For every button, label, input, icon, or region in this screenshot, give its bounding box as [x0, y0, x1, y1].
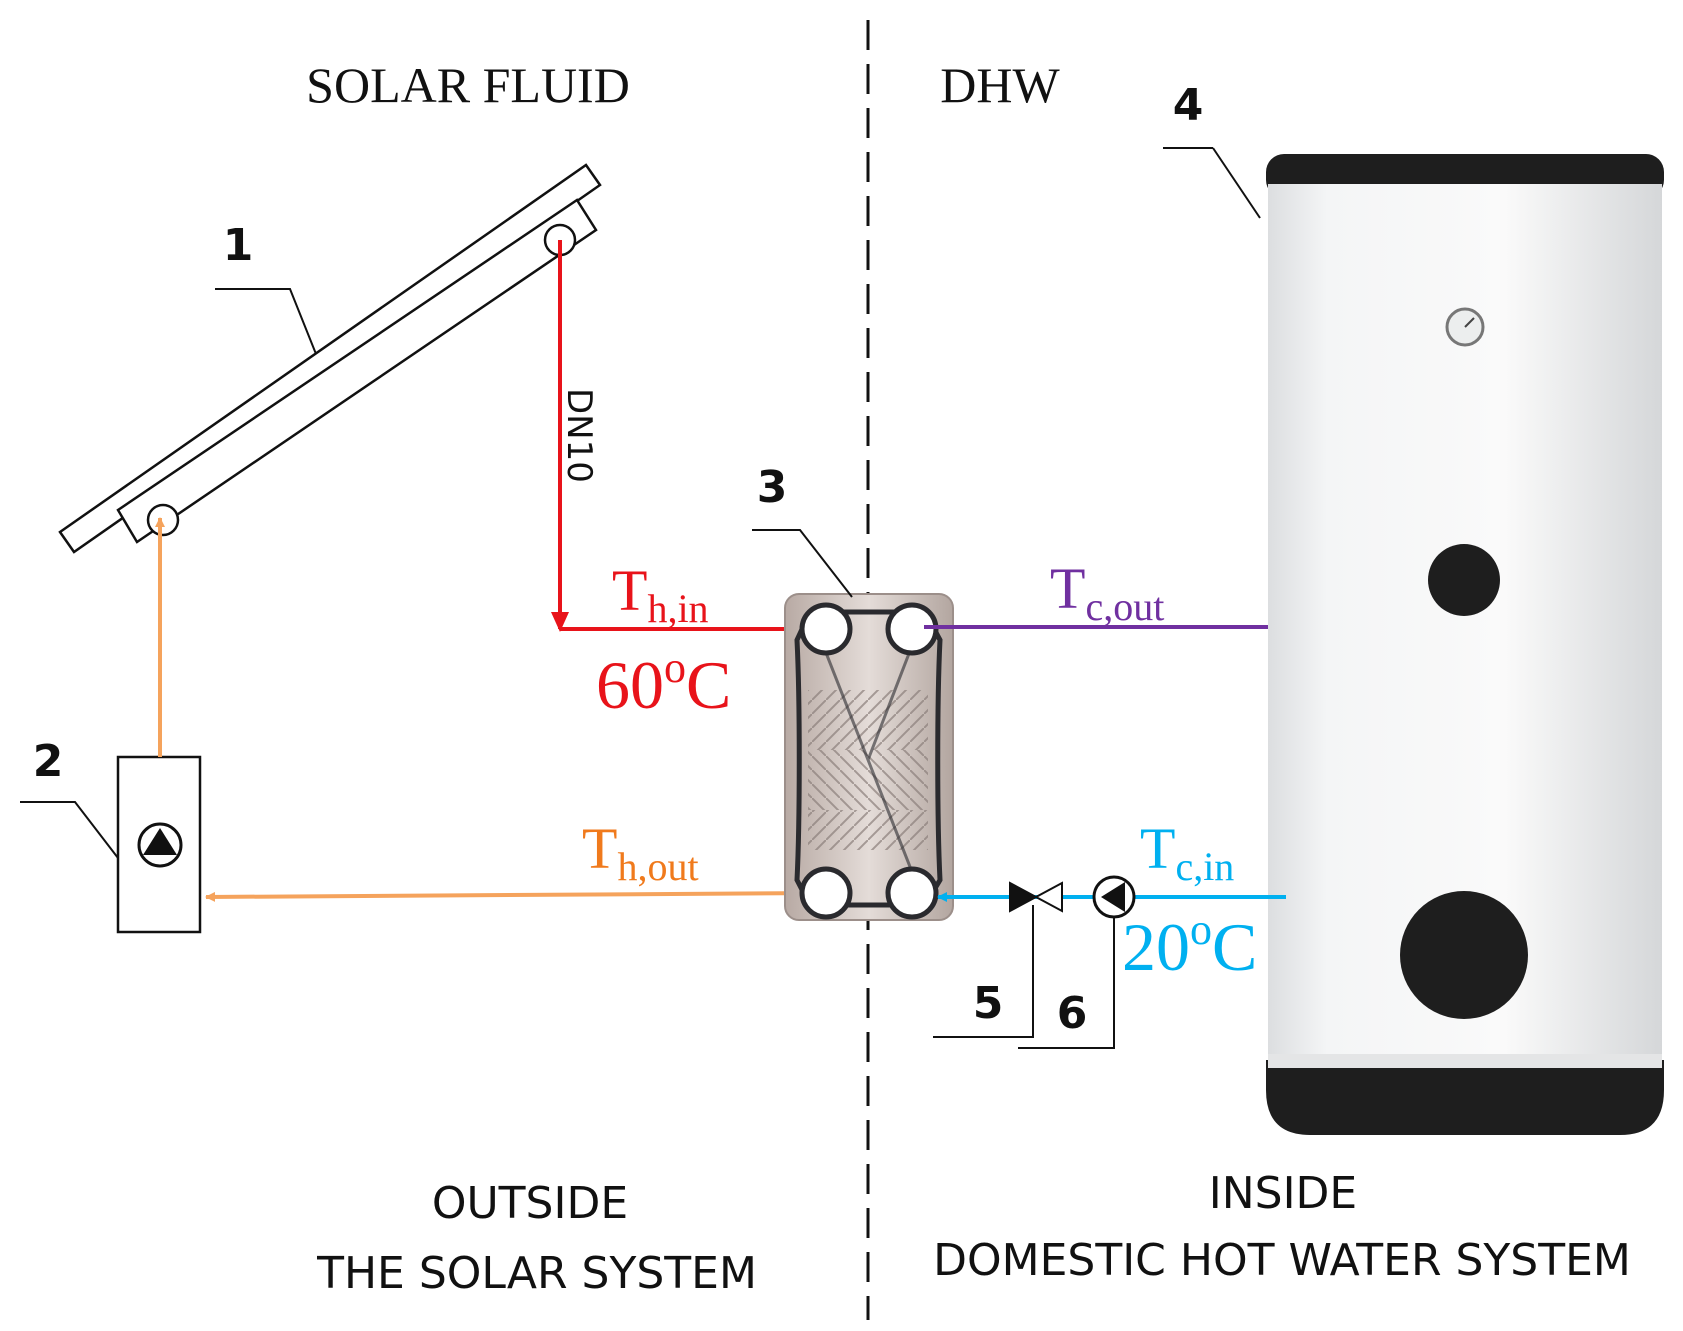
label-valve: 5 [973, 978, 1004, 1029]
leader-line-2 [20, 801, 119, 859]
collector-inlet-port [146, 503, 180, 537]
leader-line-6 [1018, 917, 1115, 1049]
hx-port-hot-in [799, 602, 853, 656]
label-pump: 6 [1057, 988, 1088, 1039]
label-th-out: Th,out [582, 816, 699, 889]
pipe-size-label: DN10 [559, 388, 599, 483]
plate-heat-exchanger [784, 593, 954, 921]
label-th-in-value: 60oC [596, 643, 731, 723]
leader-line-5 [933, 905, 1034, 1038]
leader-line-3 [752, 529, 853, 598]
label-tc-in-value: 20oC [1122, 905, 1257, 985]
solar-collector [58, 163, 602, 554]
label-tc-out: Tc,out [1050, 556, 1164, 629]
label-collector: 1 [223, 220, 254, 271]
label-storage-tank: 4 [1173, 80, 1204, 131]
header-dhw: DHW [940, 57, 1060, 113]
footer-outside-line2: THE SOLAR SYSTEM [316, 1248, 757, 1299]
tank-upper-port [1428, 544, 1500, 616]
footer-outside-line1: OUTSIDE [432, 1178, 628, 1229]
pump-icon [1092, 875, 1136, 919]
label-th-in: Th,in [612, 558, 709, 631]
hx-port-hot-out [799, 866, 853, 920]
hot-supply-arrowhead-down [551, 612, 569, 632]
hot-return-pipe-horizontal [205, 891, 827, 902]
pump-station [116, 755, 202, 934]
footer-inside-line1: INSIDE [1209, 1168, 1357, 1219]
leader-line-4-diagonal [1212, 147, 1261, 219]
footer-inside-line2: DOMESTIC HOT WATER SYSTEM [933, 1235, 1631, 1286]
label-pump-station: 2 [33, 736, 64, 787]
tank-lower-flange [1400, 891, 1528, 1019]
pump-station-triangle-icon [143, 828, 177, 855]
storage-tank [1266, 154, 1664, 1135]
hx-port-cold-in [885, 866, 939, 920]
label-tc-in: Tc,in [1140, 816, 1234, 889]
leader-line-1 [215, 288, 317, 355]
label-heat-exchanger: 3 [757, 462, 788, 513]
header-solar-fluid: SOLAR FLUID [306, 57, 630, 113]
valve-icon [1009, 881, 1063, 913]
